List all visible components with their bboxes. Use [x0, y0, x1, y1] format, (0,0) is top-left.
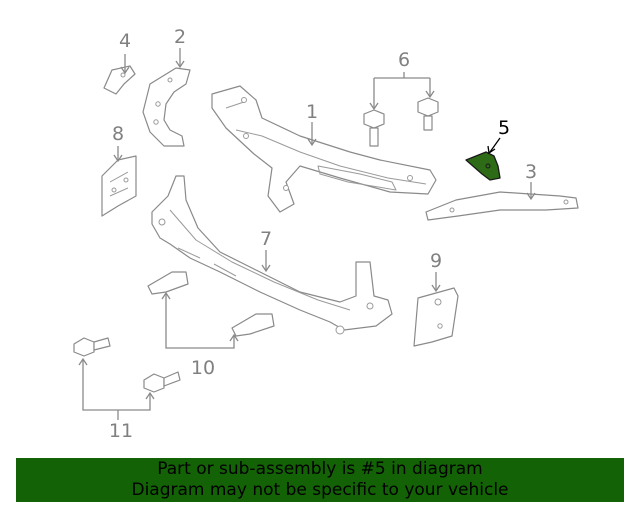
callout-10: 10 — [191, 357, 215, 379]
part-6-bolts — [363, 97, 439, 147]
part-5-highlighted — [465, 151, 501, 181]
callout-1: 1 — [306, 101, 318, 123]
part-3-bar — [425, 191, 579, 221]
part-1-upper-support — [211, 85, 437, 213]
banner-line-1: Part or sub-assembly is #5 in diagram — [157, 459, 483, 479]
part-7-crossmember — [151, 175, 393, 335]
callout-labels: 4 2 1 6 5 3 8 7 9 10 11 — [109, 26, 537, 442]
callout-11: 11 — [109, 420, 133, 442]
callout-2: 2 — [174, 26, 186, 48]
callout-5: 5 — [498, 117, 510, 139]
part-9-bracket — [413, 287, 459, 347]
info-banner: Part or sub-assembly is #5 in diagram Di… — [16, 458, 624, 502]
callout-8: 8 — [112, 123, 124, 145]
part-11-bolts — [73, 337, 181, 393]
banner-line-2: Diagram may not be specific to your vehi… — [131, 480, 509, 500]
part-2-shroud — [142, 67, 191, 147]
callout-9: 9 — [430, 250, 442, 272]
part-8-bracket — [101, 155, 137, 217]
part-10-pads — [147, 271, 275, 337]
callout-6: 6 — [398, 49, 410, 71]
callout-3: 3 — [525, 161, 537, 183]
leader-lines — [78, 48, 536, 420]
callout-4: 4 — [119, 30, 131, 52]
part-4-bracket — [103, 65, 136, 95]
callout-7: 7 — [260, 228, 272, 250]
